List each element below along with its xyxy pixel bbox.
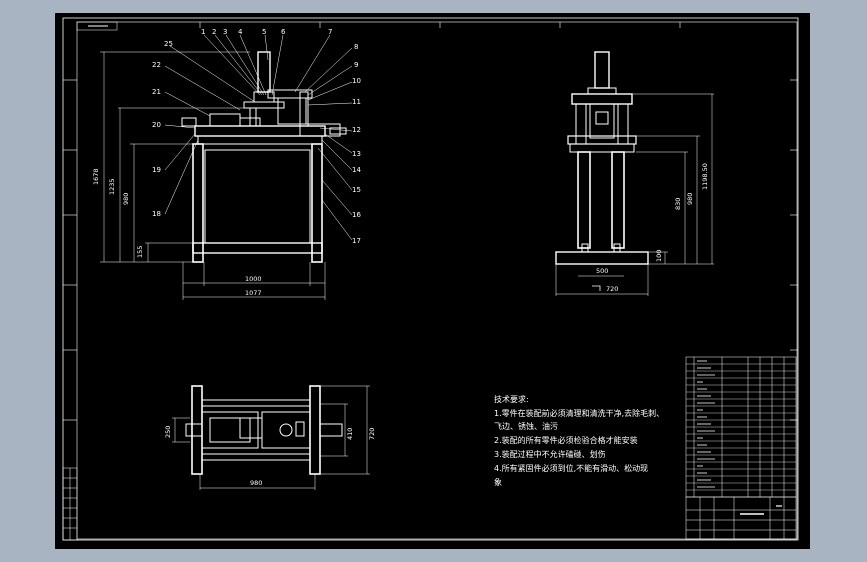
part-label: 14 xyxy=(352,166,361,174)
part-label: 21 xyxy=(152,88,161,96)
part-label: 7 xyxy=(328,28,332,36)
part-label: 3 xyxy=(223,28,227,36)
side-view-dimensions xyxy=(555,93,714,296)
left-revision-block xyxy=(62,467,78,541)
part-label: 20 xyxy=(152,121,161,129)
side-view[interactable] xyxy=(555,51,649,265)
dim-front-1000: 1000 xyxy=(245,275,262,283)
dim-side-980: 980 xyxy=(686,193,694,205)
part-label: 10 xyxy=(352,77,361,85)
dim-side-1198: 1198.50 xyxy=(701,163,709,190)
part-label: 19 xyxy=(152,166,161,174)
outer-border xyxy=(62,17,799,541)
front-view-dimensions xyxy=(100,51,326,300)
part-label: 18 xyxy=(152,210,161,218)
part-label: 13 xyxy=(352,150,361,158)
dim-front-980: 980 xyxy=(122,193,130,205)
tech-notes-title: 技术要求: xyxy=(494,394,529,404)
dim-front-1678: 1678 xyxy=(92,168,100,185)
dim-top-410: 410 xyxy=(346,428,354,440)
top-view[interactable] xyxy=(185,385,343,475)
part-label: 15 xyxy=(352,186,361,194)
border-ticks xyxy=(63,22,798,421)
top-view-dimensions xyxy=(172,385,370,490)
part-label: 17 xyxy=(352,237,361,245)
inner-border xyxy=(76,21,798,540)
technical-requirements: 技术要求: 1.零件在装配前必须清理和清洗干净,去除毛刺、 飞边、锈蚀、油污 2… xyxy=(494,394,664,487)
part-label: 11 xyxy=(352,98,361,106)
title-block xyxy=(685,496,797,540)
tech-note-line: 1.零件在装配前必须清理和清洗干净,去除毛刺、 xyxy=(494,408,664,418)
part-label: 5 xyxy=(262,28,266,36)
part-label: 16 xyxy=(352,211,361,219)
dim-front-1077: 1077 xyxy=(245,289,262,297)
parts-list-rows xyxy=(686,360,796,491)
side-view-leader-mark xyxy=(592,285,601,291)
dim-side-830: 830 xyxy=(674,198,682,210)
tech-note-line: 象 xyxy=(494,477,502,487)
tech-note-line: 飞边、锈蚀、油污 xyxy=(494,421,558,431)
tech-note-line: 4.所有紧固件必须到位,不能有滑动、松动现 xyxy=(494,463,648,473)
dim-top-250: 250 xyxy=(164,426,172,438)
tech-note-line: 2.装配的所有零件必须检验合格才能安装 xyxy=(494,435,638,445)
dim-side-100: 100 xyxy=(655,250,663,262)
part-label: 12 xyxy=(352,126,361,134)
part-label: 25 xyxy=(164,40,173,48)
dim-front-1235: 1235 xyxy=(108,178,116,195)
part-label: 2 xyxy=(212,28,216,36)
top-left-strip xyxy=(76,21,118,31)
dim-top-980: 980 xyxy=(250,479,262,487)
front-view[interactable] xyxy=(181,51,347,263)
drawing-sheet xyxy=(55,13,810,549)
part-label: 22 xyxy=(152,61,161,69)
dim-side-500: 500 xyxy=(596,267,608,275)
part-leaders xyxy=(164,34,353,241)
dim-side-720: 720 xyxy=(606,285,618,293)
dim-front-155: 155 xyxy=(136,246,144,258)
part-label: 9 xyxy=(354,61,358,69)
part-label: 4 xyxy=(238,28,243,36)
part-label: 8 xyxy=(354,43,358,51)
part-label: 1 xyxy=(201,28,205,36)
dim-top-720: 720 xyxy=(368,428,376,440)
part-label: 6 xyxy=(281,28,286,36)
tech-note-line: 3.装配过程中不允许磕碰、划伤 xyxy=(494,449,606,459)
